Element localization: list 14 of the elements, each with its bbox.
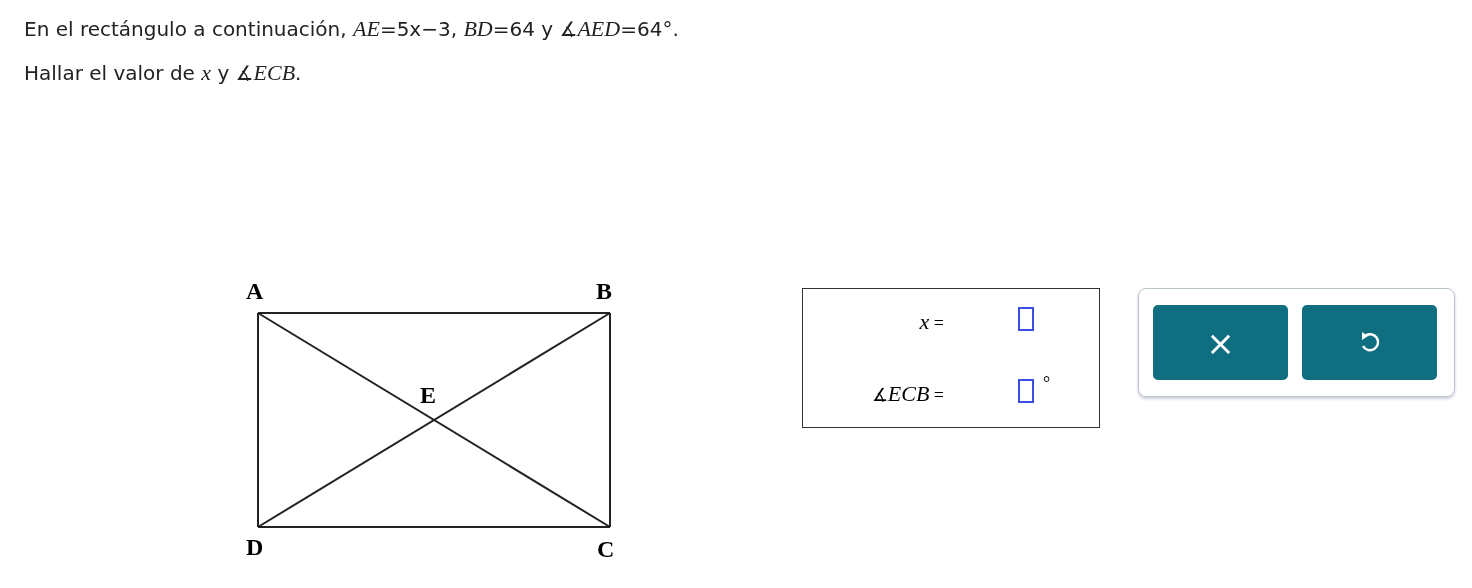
point-label: A (246, 278, 264, 305)
point-label: B (596, 278, 612, 305)
point-label: E (420, 382, 436, 409)
equation-label: x = (919, 309, 944, 335)
button-panel (1138, 288, 1455, 397)
clear-button: × (1153, 305, 1288, 380)
undo-button (1302, 305, 1437, 380)
question-text: En el rectángulo a continuación, AE=5x−3, BD=64 y ∡AED=64°. (24, 16, 679, 42)
question-text: Hallar el valor de x y ∡ECB. (24, 60, 302, 86)
degree-sign: ° (1043, 373, 1051, 394)
point-label: C (597, 536, 615, 563)
answer-panel (802, 288, 1100, 428)
equation-label: ∡ECB = (871, 381, 944, 407)
point-label: D (246, 534, 264, 561)
